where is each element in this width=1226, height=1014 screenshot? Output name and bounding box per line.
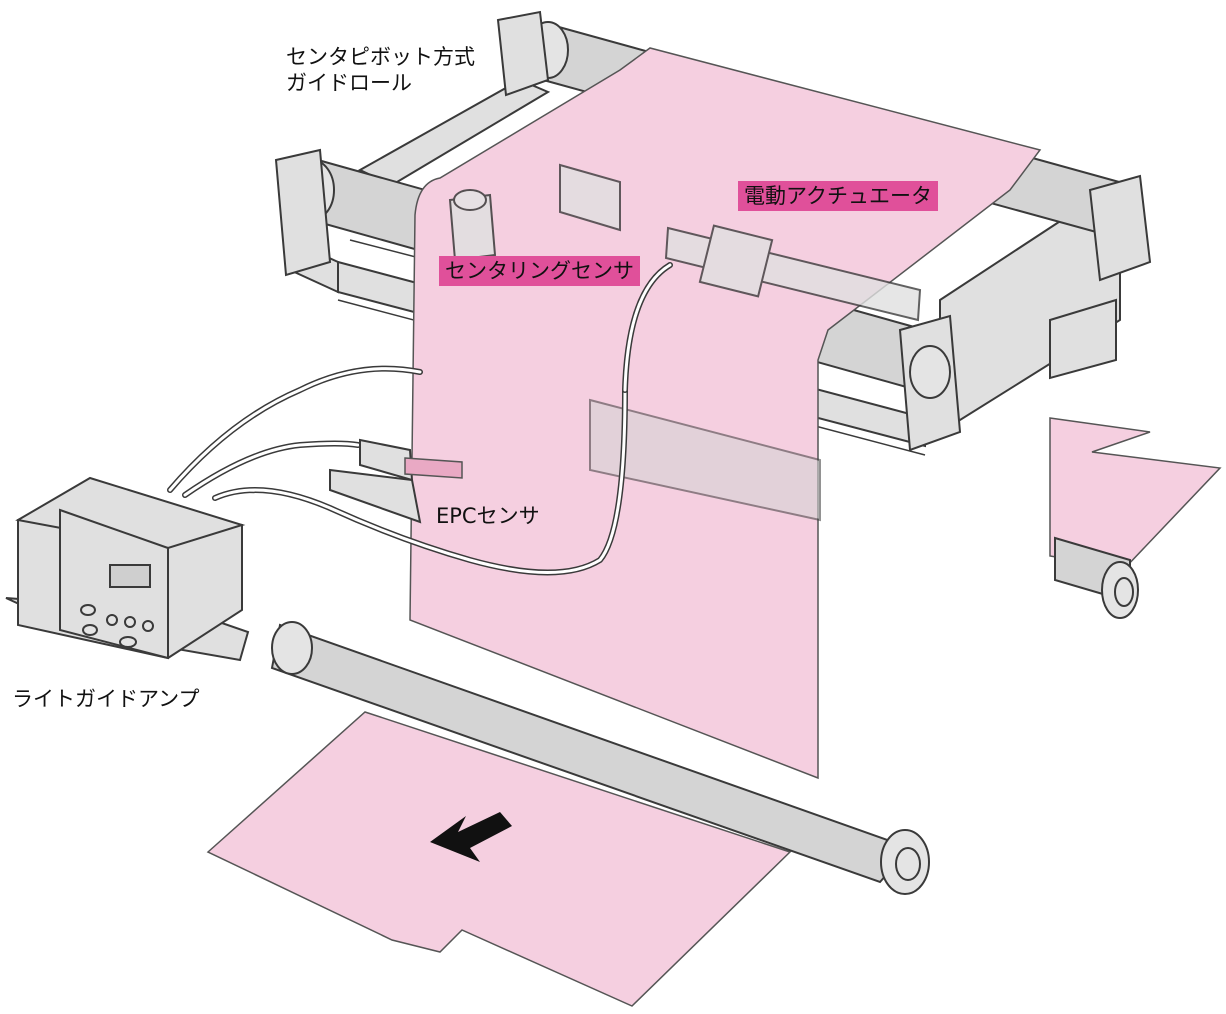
centering-sensor	[448, 189, 497, 262]
web-outfeed-front	[206, 711, 792, 1007]
inner-roller	[589, 398, 821, 522]
web-main	[409, 47, 1042, 780]
label-epc-sensor: EPCセンサ	[436, 504, 540, 528]
front-roller	[270, 621, 930, 895]
label-pivot-line2: ガイドロール	[286, 71, 412, 95]
label-centering-sensor: センタリングセンサ	[439, 256, 640, 286]
light-guide-amp	[5, 476, 250, 662]
cable-core	[623, 263, 672, 392]
label-light-guide-amp: ライトガイドアンプ	[12, 687, 200, 711]
web-outfeed-right	[1049, 417, 1222, 569]
rear-roller	[1054, 536, 1139, 619]
label-electric-actuator: 電動アクチュエータ	[738, 181, 938, 211]
electric-actuator	[559, 163, 922, 322]
epc-sensor	[329, 438, 463, 524]
cable-core	[168, 367, 422, 492]
cables	[167, 262, 673, 576]
label-pivot-line1: センタピボット方式	[286, 45, 475, 69]
cable-core	[213, 388, 627, 574]
cable-core	[183, 442, 360, 497]
label-pivot-guide-roll: センタピボット方式 ガイドロール	[286, 44, 475, 96]
arrow-down-left-icon	[430, 812, 512, 862]
